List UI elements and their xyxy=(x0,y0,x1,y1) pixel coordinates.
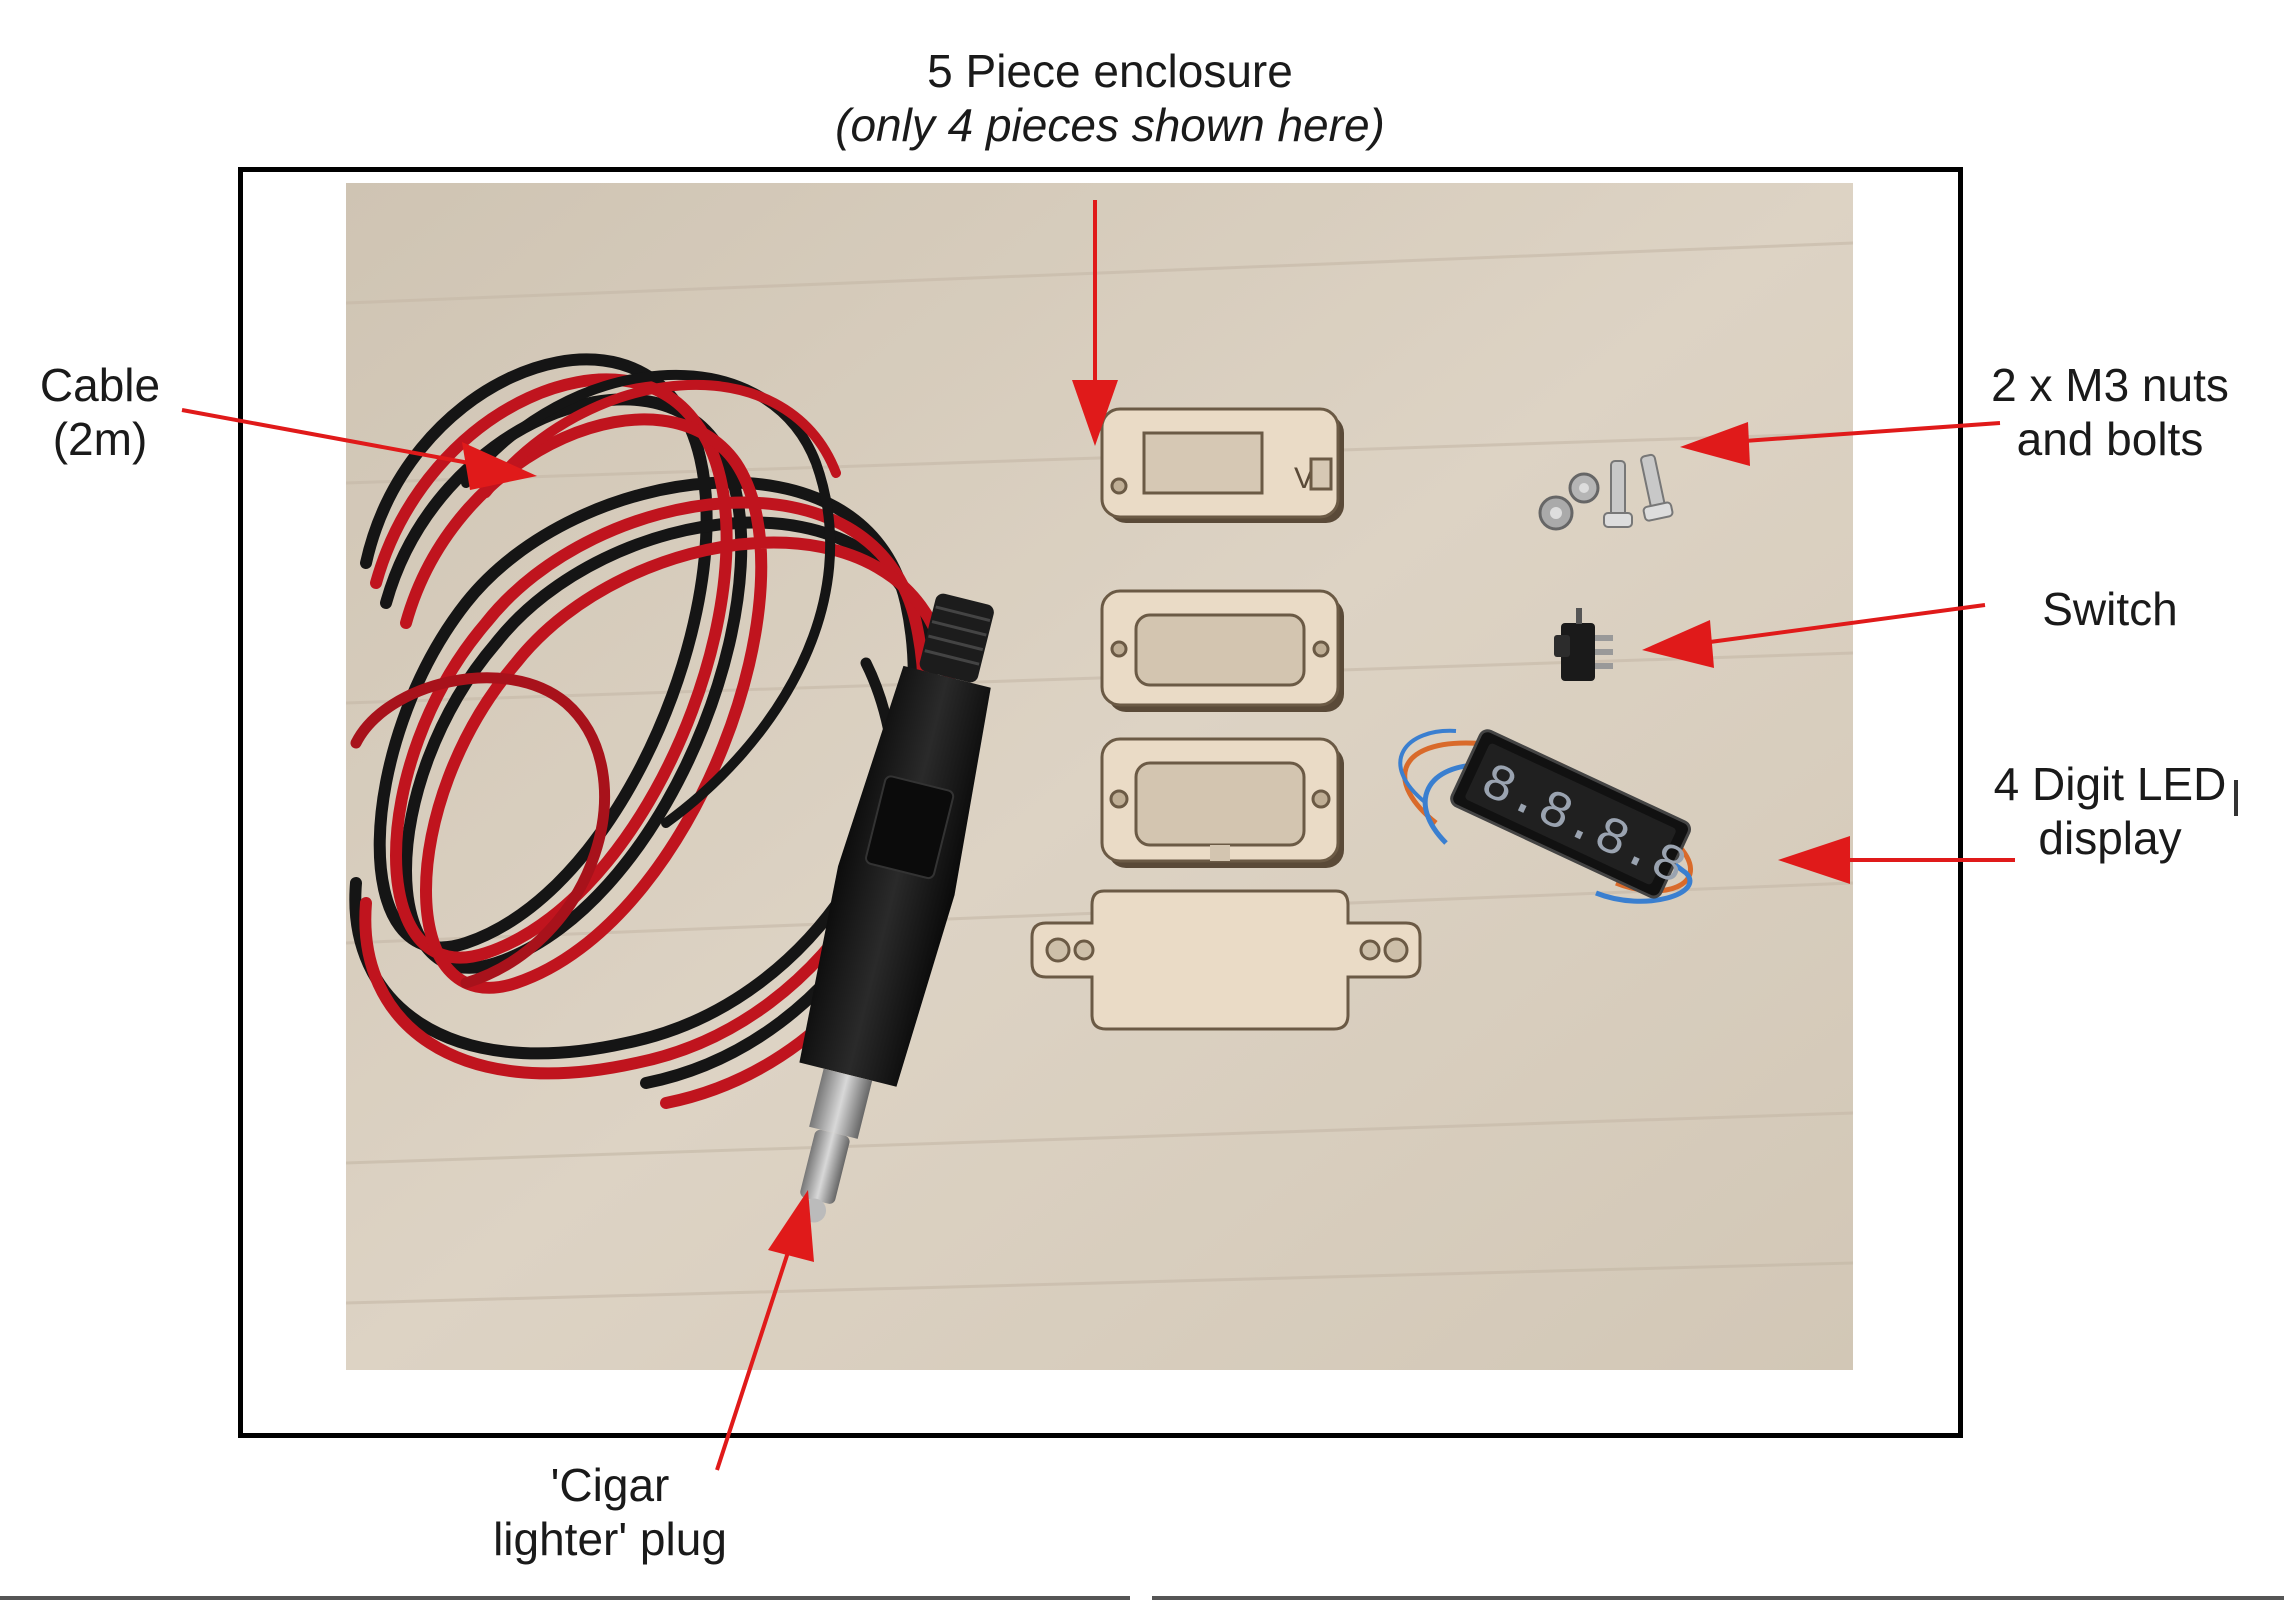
label-led-display: 4 Digit LED display xyxy=(1960,757,2260,865)
enclosure-panel-base xyxy=(1030,889,1422,1031)
arrow-nuts-line xyxy=(1729,421,2001,444)
label-cable-length: (2m) xyxy=(52,413,148,465)
arrow-icon xyxy=(1072,200,1118,446)
label-nuts-bolts: 2 x M3 nuts and bolts xyxy=(1960,358,2260,466)
label-nuts-line1: 2 x M3 nuts xyxy=(1991,359,2229,411)
arrow-switch-line xyxy=(1709,603,1986,644)
label-cable-title: Cable xyxy=(39,359,161,411)
panel-marking-v: V xyxy=(1294,462,1314,495)
footer-line-right xyxy=(1152,1596,2284,1600)
cigar-lighter-plug xyxy=(799,593,994,1223)
arrow-icon xyxy=(1778,836,2015,884)
arrow-nuts-head xyxy=(1680,422,1750,466)
enclosure-panel-middle-1 xyxy=(1100,589,1344,712)
arrow-plug-head xyxy=(768,1190,814,1262)
label-enclosure: 5 Piece enclosure (only 4 pieces shown h… xyxy=(780,44,1440,152)
label-cigar-plug: 'Cigar lighter' plug xyxy=(460,1458,760,1566)
enclosure-panels: V xyxy=(1030,407,1422,1031)
label-enclosure-note: (only 4 pieces shown here) xyxy=(835,99,1385,151)
enclosure-panel-front: V xyxy=(1100,407,1344,523)
label-plug-line2: lighter' plug xyxy=(493,1513,727,1565)
arrow-led-head xyxy=(1778,836,1850,884)
nuts-and-bolts xyxy=(1538,453,1674,531)
footer-line-left xyxy=(0,1596,1130,1600)
arrow-icon xyxy=(715,1190,814,1471)
enclosure-panel-middle-2 xyxy=(1100,737,1344,868)
page-edge-mark xyxy=(2234,780,2238,816)
label-cable: Cable (2m) xyxy=(20,358,180,466)
arrow-cable-line xyxy=(181,408,481,467)
label-switch: Switch xyxy=(2000,582,2220,636)
label-nuts-line2: and bolts xyxy=(2016,413,2204,465)
arrow-icon xyxy=(1642,603,1986,668)
arrow-plug-line xyxy=(715,1239,794,1471)
label-led-line1: 4 Digit LED xyxy=(1993,758,2227,810)
arrow-switch-head xyxy=(1642,620,1714,668)
photo-frame xyxy=(238,167,1963,1438)
arrow-cable-head xyxy=(462,442,537,490)
label-enclosure-title: 5 Piece enclosure xyxy=(927,45,1293,97)
label-switch-text: Switch xyxy=(2042,583,2178,635)
slide-switch xyxy=(1554,608,1613,681)
label-led-line2: display xyxy=(2038,812,2182,864)
arrow-enclosure-head xyxy=(1072,380,1118,446)
arrow-icon xyxy=(1680,421,2001,466)
label-plug-line1: 'Cigar xyxy=(550,1459,670,1511)
arrow-icon xyxy=(181,408,537,490)
